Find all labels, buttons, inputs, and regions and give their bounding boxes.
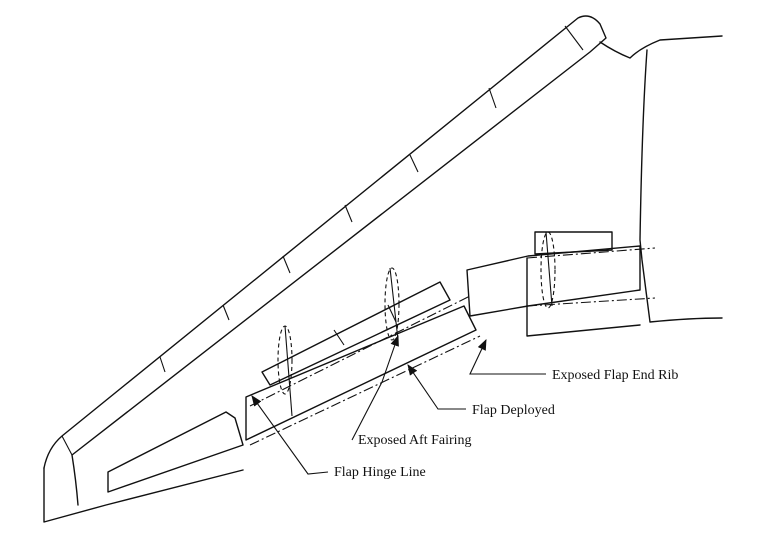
label-flap-hinge-line: Flap Hinge Line [334,465,426,480]
label-exposed-flap-end-rib: Exposed Flap End Rib [552,368,678,383]
outboard-panel [107,411,244,493]
wing-outline [43,15,723,523]
inboard-flap [466,231,656,337]
label-flap-deployed: Flap Deployed [472,403,555,418]
outboard-flap [245,281,481,446]
leader-lines [251,334,546,475]
label-exposed-aft-fairing: Exposed Aft Fairing [358,433,472,448]
